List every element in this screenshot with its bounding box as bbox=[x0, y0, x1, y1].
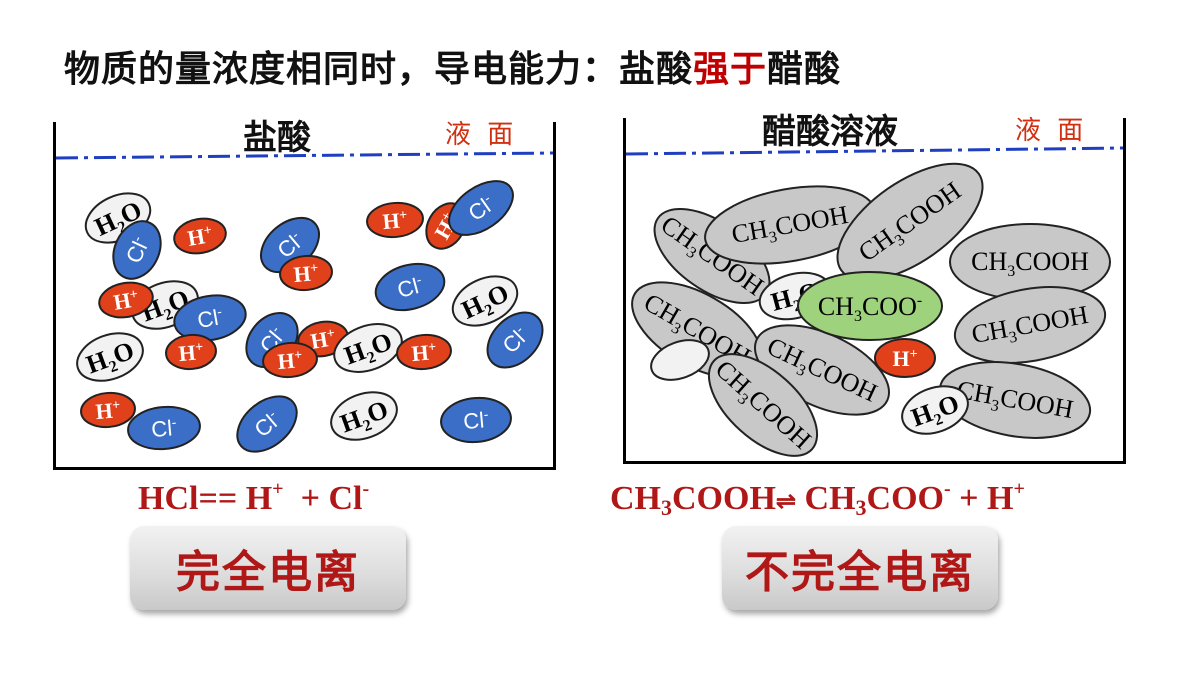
water-molecule bbox=[333, 323, 403, 375]
acetate-ion: CH3COO- bbox=[797, 271, 943, 341]
eq-ch: CH bbox=[804, 480, 856, 517]
complete-ionization-button[interactable]: 完全电离 bbox=[130, 526, 406, 610]
hcl-beaker bbox=[53, 122, 556, 470]
chloride-ion bbox=[173, 294, 247, 342]
eq-arrow: == bbox=[198, 480, 238, 517]
eq-sub: 3 bbox=[661, 495, 672, 520]
hydrogen-ion bbox=[396, 333, 452, 371]
eq-ch: CH bbox=[610, 480, 661, 517]
hcl-liquid-surface bbox=[55, 151, 554, 160]
water-molecule bbox=[451, 275, 519, 329]
page-title: 物质的量浓度相同时，导电能力：盐酸强于醋酸 bbox=[64, 40, 841, 92]
hydrogen-ion bbox=[165, 333, 217, 371]
water-molecule bbox=[650, 339, 710, 381]
chloride-ion bbox=[486, 311, 544, 369]
acetic-ionization-equation: CH3COOH⇌ CH3COO- + H+ bbox=[610, 478, 1025, 521]
hydrogen-ion bbox=[279, 254, 333, 292]
chloride-ion bbox=[236, 395, 298, 453]
eq-plus: + bbox=[959, 480, 979, 517]
hcl-particles bbox=[76, 180, 544, 453]
eq-equilibrium-arrow: ⇌ bbox=[775, 489, 797, 515]
chloride-ion bbox=[112, 220, 162, 280]
eq-sub: 3 bbox=[855, 495, 867, 520]
hcl-surface-label: 液 面 bbox=[445, 120, 518, 150]
acetic-acid-molecule bbox=[836, 162, 984, 282]
chloride-ion bbox=[374, 262, 446, 312]
beaker-walls bbox=[53, 122, 556, 470]
acetic-acid-molecule bbox=[707, 353, 819, 458]
eq-cooh: COOH bbox=[672, 480, 776, 517]
hydrogen-ion bbox=[80, 391, 136, 429]
acetic-liquid-surface bbox=[625, 146, 1124, 156]
acetic-particles: CH3COO- bbox=[631, 162, 1111, 458]
hydrogen-ion bbox=[366, 201, 424, 239]
hcl-beaker-label: 盐酸 bbox=[243, 118, 311, 158]
chloride-ion bbox=[448, 180, 514, 236]
water-molecule bbox=[330, 391, 398, 443]
hydrogen-ion bbox=[98, 281, 154, 319]
eq-h-charge: + bbox=[272, 478, 284, 500]
title-main: 物质的量浓度相同时，导电能力：盐酸 bbox=[64, 49, 694, 90]
beaker-walls bbox=[623, 118, 1126, 464]
eq-h-charge: + bbox=[1013, 478, 1025, 500]
hydrogen-ion bbox=[262, 341, 318, 379]
eq-h: H bbox=[245, 480, 273, 517]
water-molecule bbox=[76, 332, 144, 384]
chloride-ion bbox=[440, 396, 512, 444]
eq-coo-charge: - bbox=[943, 478, 951, 500]
hydrogen-ion bbox=[874, 338, 936, 378]
acetic-surface-label: 液 面 bbox=[1015, 116, 1088, 146]
eq-plus: + bbox=[300, 480, 320, 517]
acetic-beaker-label: 醋酸溶液 bbox=[762, 112, 898, 152]
water-molecule bbox=[901, 385, 969, 437]
eq-h: H bbox=[987, 480, 1014, 517]
chloride-ion bbox=[127, 405, 201, 451]
acetic-beaker bbox=[623, 118, 1126, 464]
eq-hcl: HCl bbox=[138, 480, 199, 517]
title-tail: 醋酸 bbox=[767, 49, 842, 90]
eq-cl-charge: - bbox=[362, 478, 370, 500]
title-highlight: 强于 bbox=[693, 49, 768, 90]
hcl-ionization-equation: HCl== H+ + Cl- bbox=[138, 478, 369, 518]
eq-coo: COO bbox=[866, 480, 944, 517]
eq-cl: Cl bbox=[328, 480, 363, 517]
hydrogen-ion bbox=[173, 217, 227, 255]
acetic-acid-molecule bbox=[953, 286, 1107, 364]
svg-text:CH3COO-: CH3COO- bbox=[818, 292, 922, 325]
incomplete-ionization-button[interactable]: 不完全电离 bbox=[722, 526, 998, 610]
